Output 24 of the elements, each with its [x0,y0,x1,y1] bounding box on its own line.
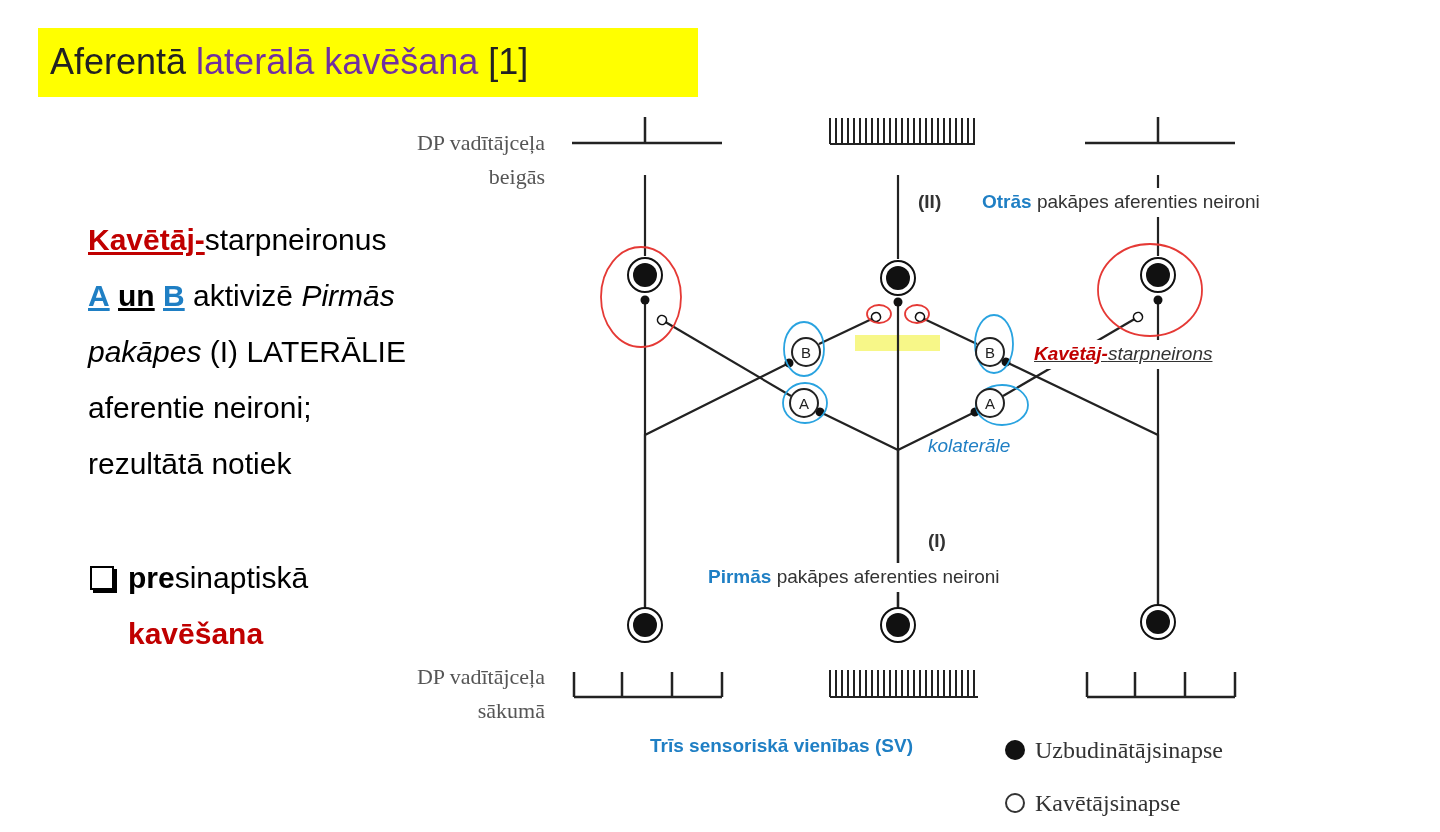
explanation-text: presinaptiskā kavēšana [128,560,310,652]
title-banner: Aferentā laterālā kavēšana [1] [38,28,698,97]
units-label: Trīs sensoriskā vienības (SV) [650,734,913,758]
inhibitory-connection [818,311,882,345]
explanation-text: Kavētāj-starpneironus A un B aktivizē Pirmās pakāpes (I) LATERĀLIE aferentie neironi; rezultātā notiek [88,222,407,482]
neuron-body [1140,604,1176,640]
neuron-body [627,607,663,643]
neuron-body [627,257,663,293]
neuron-label: Pirmās pakāpes aferenties neironi [708,563,1000,592]
legend-label: Kavētājsinapse [1035,789,1181,818]
excitatory-connection [1001,357,1160,604]
trace-label: DP vadītājceļa sākumā [415,663,545,726]
neuron-body [1140,257,1176,293]
excitatory-connection [643,358,794,607]
stage-number: (I) [928,529,946,553]
collateral-label: kolaterāle [928,434,1011,458]
excitatory-connection [896,407,980,607]
neuron-body [880,260,916,296]
neuron-label: Otrās pakāpes aferenties neironi [982,188,1260,217]
neuron-body [880,607,916,643]
stage-number: (II) [918,190,942,214]
legend-label: Uzbudinātājsinapse [1035,736,1223,765]
interneuron-label: Kavētāj-starpneirons [1034,340,1213,369]
trace-label: DP vadītājceļa beigās [415,129,545,192]
